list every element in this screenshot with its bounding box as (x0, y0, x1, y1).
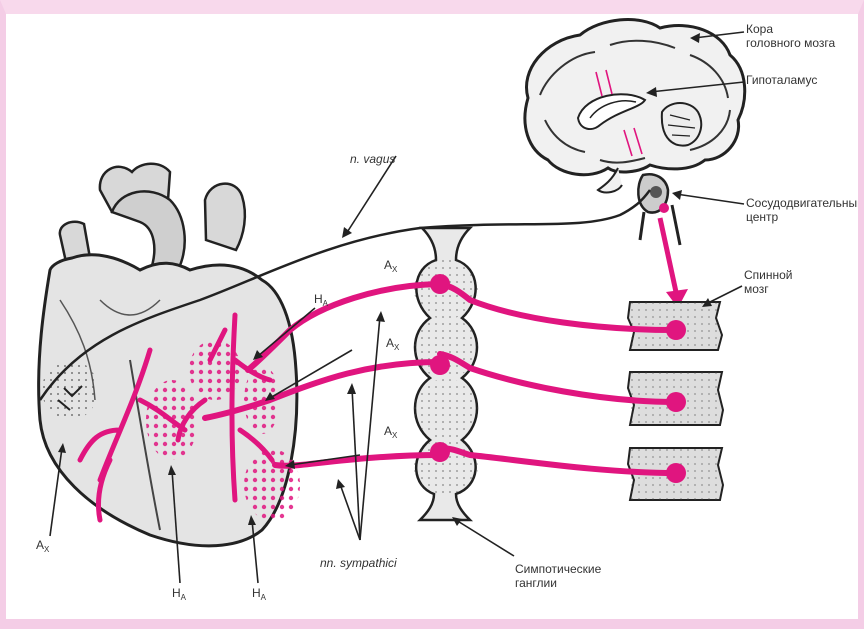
ganglia-label: Симпотические ганглии (515, 562, 601, 590)
cortex-label-line-1: Кора (746, 22, 858, 36)
spinal-cord-label-line-2: мозг (744, 282, 793, 296)
vasomotor-label-line-2: центр (746, 210, 858, 224)
vasomotor-center-label: Сосудодвигательный центр (746, 196, 858, 224)
ax-label-2: AX (386, 336, 399, 355)
ha-label-3: HA (252, 586, 266, 605)
ha-label-2: HA (172, 586, 186, 605)
spinal-cord-label: Спинной мозг (744, 268, 793, 296)
sympathici-label: nn. sympathici (320, 556, 397, 570)
ax-label-1: AX (384, 258, 397, 277)
vasomotor-label-line-1: Сосудодвигательный (746, 196, 858, 210)
sympathetic-ganglia-chain (414, 228, 478, 520)
brain (525, 20, 745, 245)
ax-label-3: AX (384, 424, 397, 443)
ha-label-1: HA (314, 292, 328, 311)
cortex-label: Кора головного мозга (746, 22, 858, 50)
vagus-label: n. vagus (350, 152, 395, 166)
ax-label-4: AX (36, 538, 49, 557)
ganglia-label-line-2: ганглии (515, 576, 601, 590)
descending-pathway-arrow (660, 218, 676, 292)
cortex-label-line-2: головного мозга (746, 36, 858, 50)
spinal-cord-label-line-1: Спинной (744, 268, 793, 282)
hypothalamus-label: Гипоталамус (746, 73, 858, 87)
ganglia-label-line-1: Симпотические (515, 562, 601, 576)
